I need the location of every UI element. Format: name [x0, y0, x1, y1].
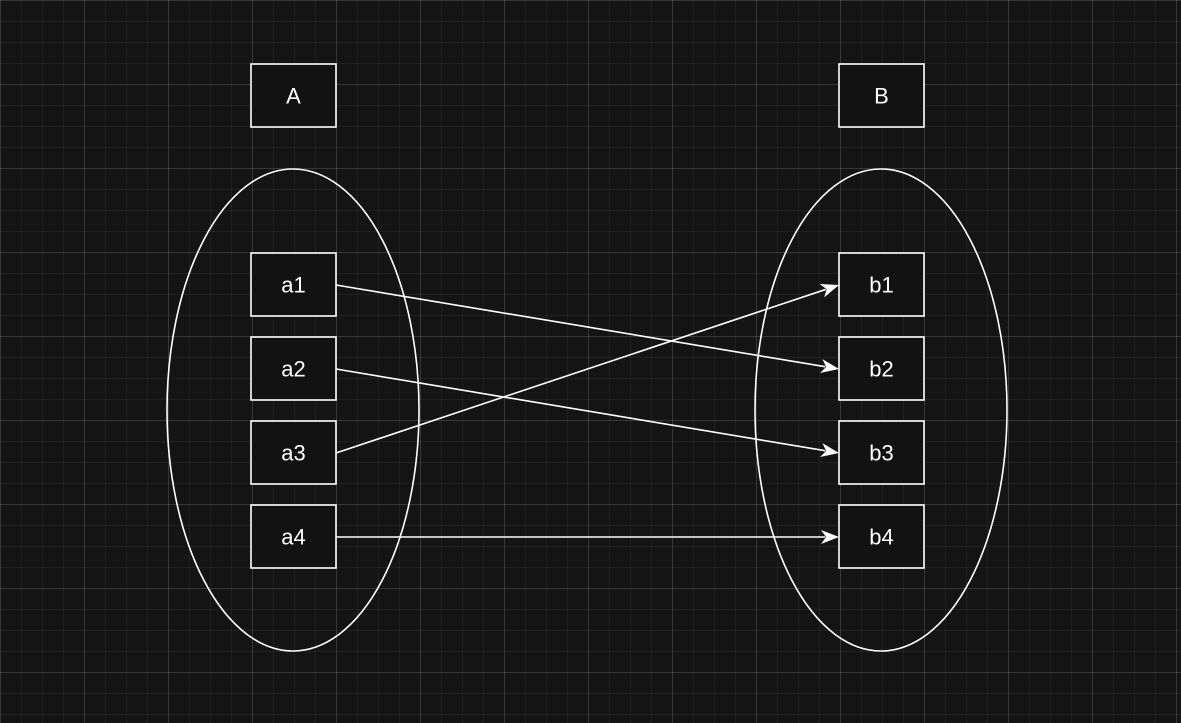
node-a3[interactable]: a3: [250, 420, 337, 485]
node-a3-box: [250, 420, 337, 485]
arrowhead-a4-b4: [821, 530, 839, 544]
node-b4-label: b4: [869, 525, 893, 550]
node-b2-label: b2: [869, 357, 893, 382]
node-a2-box: [250, 336, 337, 401]
node-a1-label: a1: [281, 273, 305, 298]
node-b2-box: [838, 336, 925, 401]
arrowhead-a2-b3: [820, 443, 839, 457]
arrowhead-a3-b1: [819, 284, 839, 298]
node-b1[interactable]: b1: [838, 252, 925, 317]
set-a-title: A: [286, 84, 301, 109]
node-b1-box: [838, 252, 925, 317]
node-b3[interactable]: b3: [838, 420, 925, 485]
node-b4[interactable]: b4: [838, 504, 925, 569]
node-a3-label: a3: [281, 441, 305, 466]
node-a1[interactable]: a1: [250, 252, 337, 317]
set-a-title-box: [250, 63, 337, 128]
node-b1-label: b1: [869, 273, 893, 298]
set-b-title: B: [874, 84, 889, 109]
edge-a1-b2[interactable]: [335, 284, 826, 368]
set-b-ellipse[interactable]: [754, 168, 1008, 652]
node-b3-box: [838, 420, 925, 485]
node-b4-box: [838, 504, 925, 569]
edge-a2-b3[interactable]: [335, 368, 826, 452]
node-b2[interactable]: b2: [838, 336, 925, 401]
set-b-title-node[interactable]: B: [838, 63, 925, 128]
node-a2[interactable]: a2: [250, 336, 337, 401]
node-a4[interactable]: a4: [250, 504, 337, 569]
edge-a3-b1[interactable]: [335, 288, 826, 454]
node-a4-label: a4: [281, 525, 305, 550]
node-a1-box: [250, 252, 337, 317]
node-b3-label: b3: [869, 441, 893, 466]
set-a-title-node[interactable]: A: [250, 63, 337, 128]
arrowhead-a1-b2: [820, 359, 839, 373]
set-a-ellipse[interactable]: [166, 168, 420, 652]
mapping-edges: [335, 284, 839, 544]
node-a2-label: a2: [281, 357, 305, 382]
node-a4-box: [250, 504, 337, 569]
set-b-title-box: [838, 63, 925, 128]
